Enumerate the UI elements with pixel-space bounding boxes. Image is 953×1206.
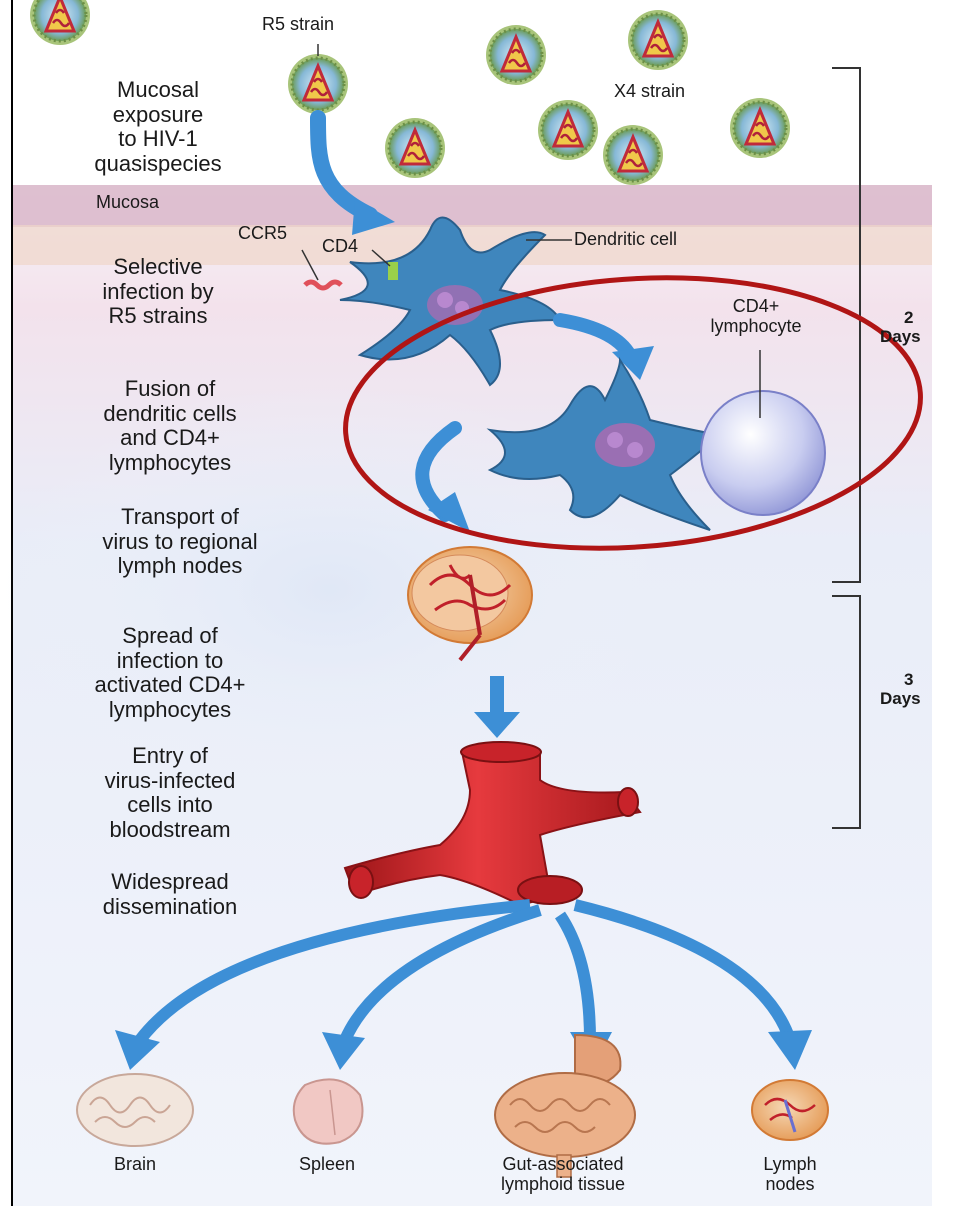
virus-particle — [486, 25, 546, 85]
spleen-illustration — [294, 1079, 363, 1143]
timeline-2-value: 2 — [904, 308, 913, 327]
virus-particle — [288, 54, 348, 114]
lymph-nodes-illustration — [752, 1080, 828, 1140]
organ-label-lymph-nodes: Lymph nodes — [720, 1154, 860, 1194]
cd4-lymphocyte-label: CD4+ lymphocyte — [676, 296, 836, 336]
cd4-label: CD4 — [322, 236, 358, 256]
step-transport: Transport of virus to regional lymph nod… — [50, 505, 310, 579]
step-dissemination: Widespread dissemination — [40, 870, 300, 919]
organ-label-brain: Brain — [85, 1154, 185, 1174]
step-selective-infection: Selective infection by R5 strains — [28, 255, 288, 329]
ccr5-label: CCR5 — [238, 223, 287, 243]
step-spread: Spread of infection to activated CD4+ ly… — [40, 624, 300, 723]
brain-illustration — [77, 1074, 193, 1146]
x4-strain-label: X4 strain — [614, 81, 685, 101]
mucosa-label: Mucosa — [96, 192, 159, 212]
step-mucosal-exposure: Mucosal exposure to HIV-1 quasispecies — [28, 78, 288, 177]
timeline-3-unit: Days — [880, 689, 921, 708]
step-bloodstream-entry: Entry of virus-infected cells into blood… — [40, 744, 300, 843]
step-fusion: Fusion of dendritic cells and CD4+ lymph… — [40, 377, 300, 476]
virus-particle — [628, 10, 688, 70]
organ-label-gut: Gut-associated lymphoid tissue — [438, 1154, 688, 1194]
virus-particle — [538, 100, 598, 160]
dendritic-cell-label: Dendritic cell — [574, 229, 677, 249]
virus-particle — [603, 125, 663, 185]
virus-particle — [385, 118, 445, 178]
timeline-2-unit: Days — [880, 327, 921, 346]
virus-particle — [730, 98, 790, 158]
cd4-lymphocyte — [701, 391, 825, 515]
r5-strain-label: R5 strain — [262, 14, 334, 34]
organ-label-spleen: Spleen — [262, 1154, 392, 1174]
timeline-3-value: 3 — [904, 670, 913, 689]
